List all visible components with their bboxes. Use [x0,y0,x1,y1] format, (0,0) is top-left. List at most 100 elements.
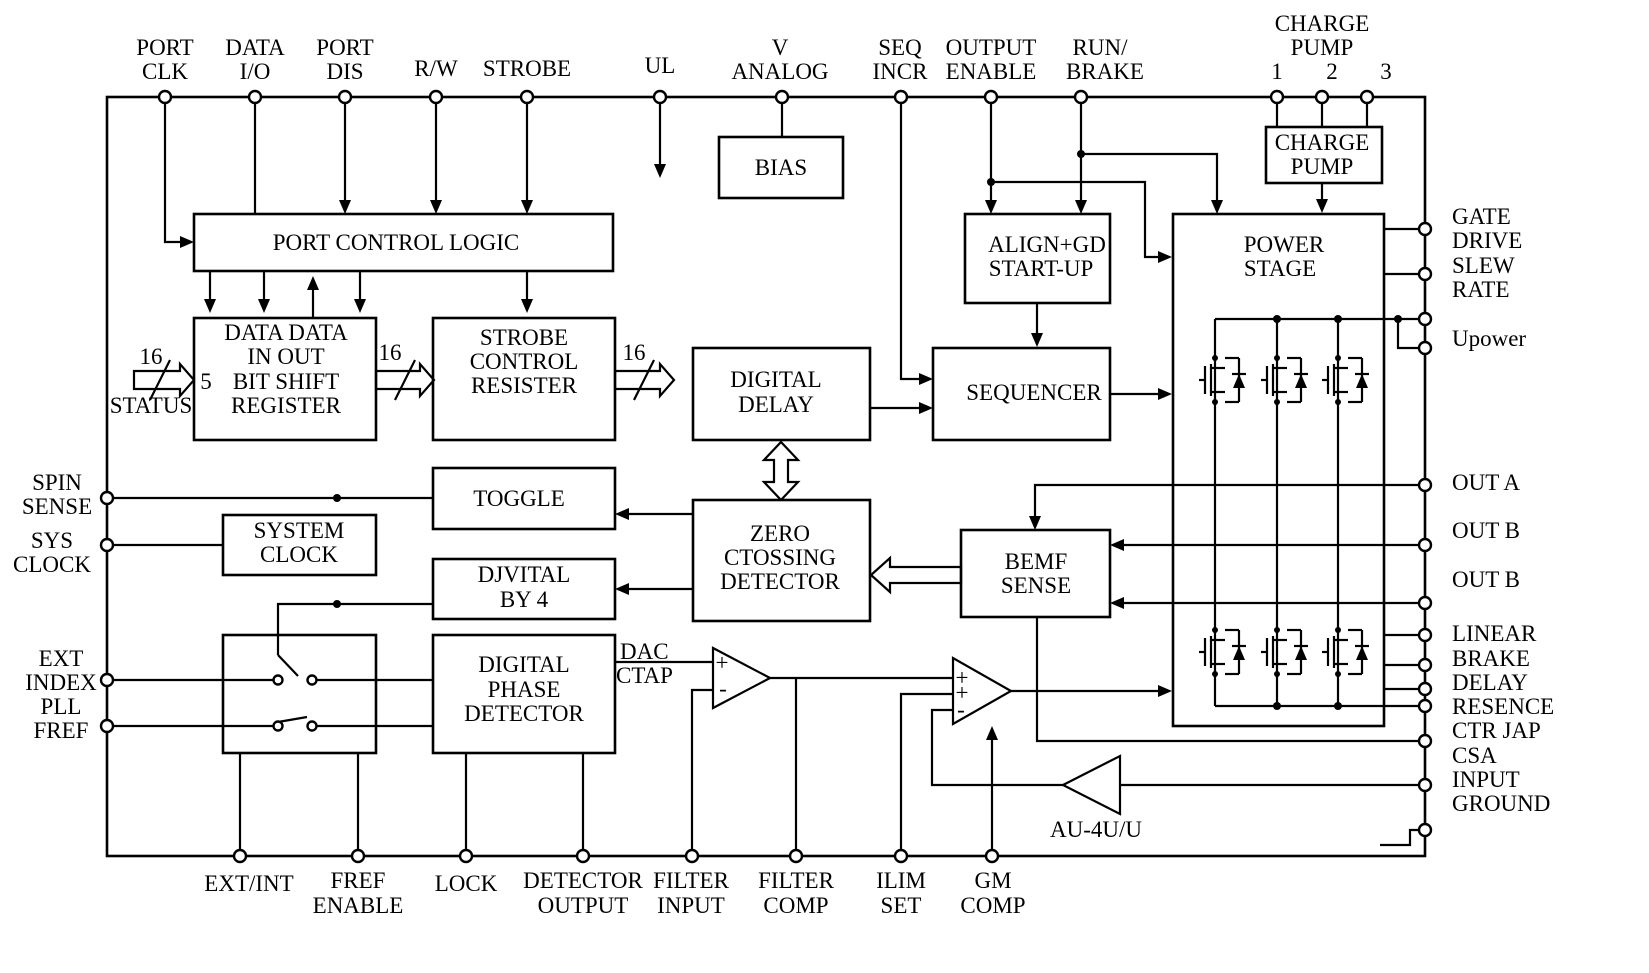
pin-label-cp-3: 3 [1380,59,1392,84]
lower-mosfets [1199,627,1369,677]
bias-block [717,135,845,200]
toggle-block [431,466,617,531]
pin-label-port-dis-2: DIS [326,59,363,84]
pin-label-v-analog-1: V [772,35,789,60]
power-stage-right-wiring [1384,227,1425,691]
pin-label-out-b1: OUT B [1452,518,1520,543]
zero-crossing-label-3: DETECTOR [720,569,840,594]
bus-label-16a: 16 [140,344,163,369]
pin-label-port-dis-1: PORT [316,35,373,60]
left-pin-labels: SPIN SENSE SYS CLOCK EXT INDEX PLL FREF [13,470,97,743]
port-control-logic-block [192,212,615,273]
pin-label-run-brake-1: RUN/ [1073,35,1129,60]
power-stage-label-1: POWER [1244,232,1325,257]
delay-zero-crossing-double-arrow [761,440,801,502]
index-select-switch-block [221,633,378,755]
port-control-to-shift-register-arrows [204,271,533,318]
mosfet-bridge [1213,315,1425,710]
pin-label-filter-comp-1: FILTER [758,868,834,893]
pin-label-spin-sense-1: SPIN [32,470,82,495]
pin-label-v-analog-2: ANALOG [731,59,828,84]
digital-delay-label-2: DELAY [738,392,814,417]
zero-crossing-label-1: ZERO [750,521,810,546]
pin-label-gate-drive-2: DRIVE [1452,228,1522,253]
shift-register-label-2: IN OUT [247,344,324,369]
bias-label: BIAS [755,155,807,180]
bus-label-16b: 16 [379,340,402,365]
pin-label-detector-output-2: OUTPUT [538,893,629,918]
pin-label-cp-2: 2 [1326,59,1338,84]
port-control-logic-label: PORT CONTROL LOGIC [273,230,520,255]
pin-label-ilim-set-1: ILIM [876,868,926,893]
pin-label-lock: LOCK [435,871,498,896]
pin-label-csa: CSA [1452,743,1497,768]
zero-crossing-block [691,498,872,623]
bemf-sense-block [959,528,1112,619]
divide-by-4-label-1: DJVITAL [478,562,571,587]
strobe-control-label-3: RESISTER [471,373,578,398]
comp-plus-1: + [956,665,969,690]
filter-opamp-plus: + [716,650,729,675]
pin-label-charge-pump-1: CHARGE [1275,11,1370,36]
amp-gain-label: AU-4U/U [1050,817,1142,842]
bemf-to-zero-crossing-arrow [869,555,963,595]
pin-label-pll-fref-1: PLL [41,694,82,719]
pin-label-out-a: OUT A [1452,470,1520,495]
pin-label-output-enable-2: ENABLE [946,59,1037,84]
pin-label-seq-incr-1: SEQ [878,35,922,60]
pin-label-resence: RESENCE [1452,694,1554,719]
upper-mosfets [1199,355,1369,405]
pin-label-seq-incr-2: INCR [873,59,929,84]
pin-label-sys-clock-1: SYS [31,528,73,553]
pin-label-gate-drive-1: GATE [1452,204,1511,229]
pin-label-ilim-set-2: SET [881,893,922,918]
digital-delay-block [691,346,872,442]
align-startup-block [963,212,1112,305]
pin-label-linear: LINEAR [1452,621,1537,646]
bus-arrows [132,359,676,401]
system-clock-label-1: SYSTEM [254,518,345,543]
align-startup-label-2: START-UP [989,256,1094,281]
pin-label-cp-1: 1 [1271,59,1283,84]
strobe-control-label-2: CONTROL [470,349,579,374]
pin-label-strobe: STROBE [483,56,571,81]
pin-label-rw: R/W [414,56,458,81]
zero-crossing-label-2: CTOSSING [724,545,836,570]
pin-label-data-io-2: I/O [240,59,271,84]
strobe-control-label-1: STROBE [480,325,568,350]
dac-ctap-label-2: CTAP [616,663,673,688]
align-startup-label-1: ALIGN+GD [988,232,1106,257]
digital-phase-detector-label-3: DETECTOR [464,701,584,726]
filter-opamp: + - [690,646,953,856]
pin-label-upower: Upower [1452,326,1526,351]
top-pin-labels: PORT CLK DATA I/O PORT DIS R/W STROBE UL… [136,11,1391,84]
charge-pump-block [1264,125,1384,185]
charge-pump-label-2: PUMP [1291,154,1354,179]
shift-register-label-1: DATA DATA [224,320,348,345]
pin-label-detector-output-1: DETECTOR [523,868,643,893]
sequencer-block [931,346,1112,442]
pin-label-gate-drive-4: RATE [1452,277,1510,302]
pin-label-ext-int: EXT/INT [204,871,293,896]
system-clock-label-2: CLOCK [260,542,338,567]
bottom-pin-labels: EXT/INT FREF ENABLE LOCK DETECTOR OUTPUT… [204,868,1025,918]
pin-label-spin-sense-2: SENSE [22,494,92,519]
toggle-label: TOGGLE [473,486,565,511]
right-pin-labels: GATE DRIVE SLEW RATE Upower OUT A OUT B … [1452,204,1554,816]
bus-label-5: 5 [200,369,212,394]
switch-wiring [107,600,433,856]
pin-label-out-b2: OUT B [1452,567,1520,592]
current-comparator: + + - [899,656,1172,856]
pin-label-data-io-1: DATA [225,35,285,60]
pin-label-port-clk-1: PORT [136,35,193,60]
pin-label-delay: DELAY [1452,670,1528,695]
bemf-sense-label-1: BEMF [1005,549,1068,574]
pin-label-ul: UL [645,53,676,78]
status-label: STATUS [110,393,193,418]
digital-delay-label-1: DIGITAL [730,367,821,392]
sequencer-label: SEQUENCER [966,380,1102,405]
divide-by-4-block [431,557,617,621]
digital-phase-detector-block [431,633,617,755]
current-sense-amplifier: AU-4U/U [1050,754,1425,842]
